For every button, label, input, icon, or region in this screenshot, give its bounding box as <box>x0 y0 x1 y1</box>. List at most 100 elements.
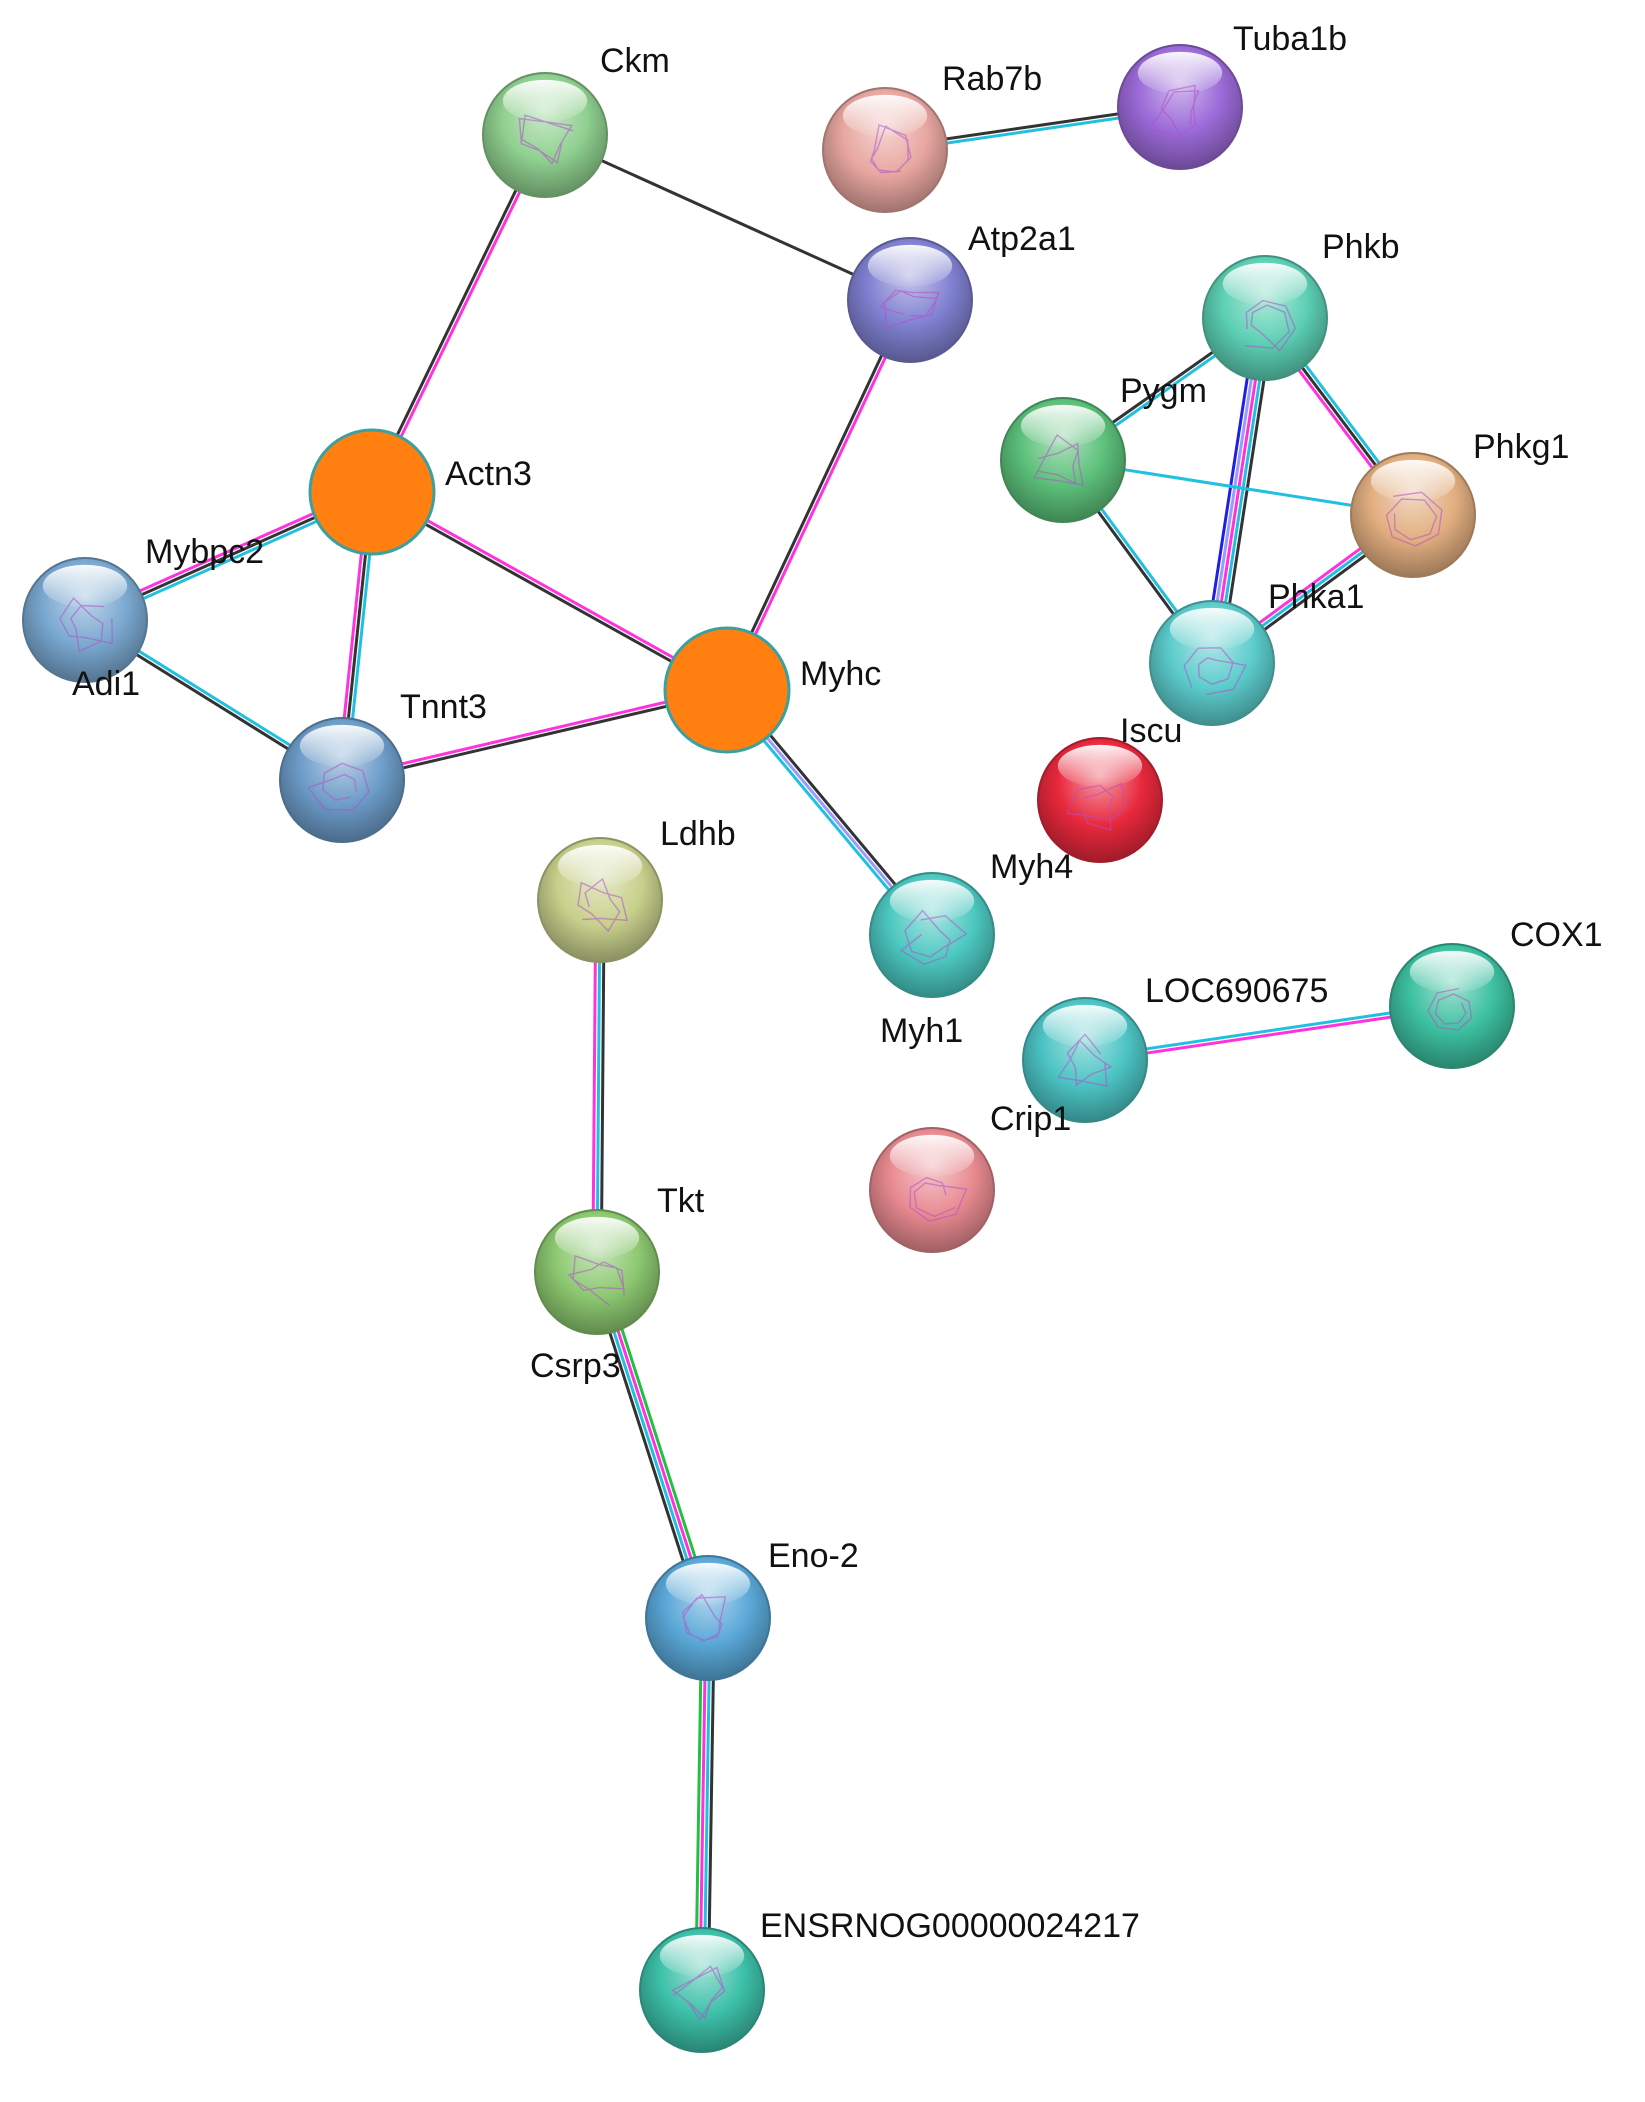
node-label-rab7b: Rab7b <box>942 60 1042 98</box>
protein-structure-icon <box>1427 987 1473 1031</box>
node-phkg1[interactable] <box>1350 452 1476 578</box>
node-eno2[interactable] <box>645 1555 771 1681</box>
edge-atp2a1-myhc <box>723 297 914 693</box>
protein-structure-icon <box>1148 84 1200 141</box>
protein-structure-icon <box>869 123 912 174</box>
edge-line <box>543 133 912 302</box>
edge-line <box>368 132 545 493</box>
edge-line <box>372 134 549 495</box>
protein-structure-icon <box>1057 1033 1113 1087</box>
protein-structure-icon <box>567 1254 626 1306</box>
node-pygm[interactable] <box>1000 397 1126 523</box>
node-adi1[interactable] <box>22 557 148 683</box>
protein-structure-icon <box>306 762 370 811</box>
node-label-tuba1b: Tuba1b <box>1233 20 1347 58</box>
node-label-myh4: Myh4 <box>990 848 1073 886</box>
node-atp2a1[interactable] <box>847 237 973 363</box>
edge-line <box>723 297 910 691</box>
edge-ckm-atp2a1 <box>543 133 912 302</box>
edge-ckm-actn3 <box>368 132 549 495</box>
node-label-atp2a1: Atp2a1 <box>968 220 1076 258</box>
node-ldhb[interactable] <box>537 837 663 963</box>
node-label-myhc: Myhc <box>800 655 881 693</box>
node-label-eno2: Eno-2 <box>768 1537 859 1575</box>
node-highlight <box>42 564 128 607</box>
node-highlight <box>659 1934 745 1977</box>
node-highlight <box>1042 1004 1128 1047</box>
node-label-phkg1: Phkg1 <box>1473 428 1569 466</box>
node-label-myh1: Myh1 <box>880 1012 963 1050</box>
node-myhc[interactable] <box>663 626 791 754</box>
node-ensrnog[interactable] <box>639 1927 765 2053</box>
node-highlight <box>665 1562 751 1605</box>
node-label-csrp3: Csrp3 <box>530 1347 621 1385</box>
node-myh4[interactable] <box>1037 737 1163 863</box>
edge-line <box>371 488 730 690</box>
protein-structure-icon <box>1385 491 1443 547</box>
node-crip1[interactable] <box>1022 997 1148 1123</box>
node-crip1_node[interactable] <box>869 1127 995 1253</box>
node-actn3[interactable] <box>308 428 436 556</box>
node-highlight <box>299 724 385 767</box>
edges-layer <box>81 103 1454 1992</box>
node-cox1[interactable] <box>1389 943 1515 1069</box>
node-label-tnnt3: Tnnt3 <box>400 688 487 726</box>
node-circle <box>308 428 436 556</box>
node-label-phka1: Phka1 <box>1268 578 1364 616</box>
protein-structure-icon <box>577 877 629 933</box>
node-highlight <box>502 79 588 122</box>
node-phkb[interactable] <box>1202 255 1328 381</box>
node-highlight <box>1020 404 1106 447</box>
protein-structure-icon <box>899 909 968 965</box>
protein-structure-icon <box>1033 433 1084 486</box>
node-circle <box>663 626 791 754</box>
node-highlight <box>842 94 928 137</box>
node-label-iscu: Iscu <box>1120 712 1182 750</box>
node-label-ldhb: Ldhb <box>660 815 736 853</box>
node-iscu[interactable] <box>1149 600 1275 726</box>
protein-structure-icon <box>1183 647 1247 696</box>
node-highlight <box>1057 744 1143 787</box>
protein-structure-icon <box>59 597 113 653</box>
node-highlight <box>557 844 643 887</box>
nodes-layer <box>22 44 1515 2053</box>
node-label-adi1: Adi1 <box>72 665 140 703</box>
node-highlight <box>554 1216 640 1259</box>
node-myh1[interactable] <box>869 872 995 998</box>
node-tkt[interactable] <box>534 1209 660 1335</box>
node-label-ckm: Ckm <box>600 42 670 80</box>
node-tnnt3[interactable] <box>279 717 405 843</box>
node-ckm[interactable] <box>482 72 608 198</box>
protein-structure-icon <box>682 1593 727 1643</box>
node-label-pygm: Pygm <box>1120 372 1207 410</box>
node-highlight <box>1409 950 1495 993</box>
protein-structure-icon <box>671 1965 726 2021</box>
node-label-ensrnog: ENSRNOG00000024217 <box>760 1907 1140 1945</box>
protein-structure-icon <box>909 1176 968 1222</box>
node-label-mybpc2: Mybpc2 <box>145 533 264 571</box>
node-label-phkb: Phkb <box>1322 228 1400 266</box>
node-label-tkt: Tkt <box>657 1182 705 1220</box>
node-highlight <box>1222 262 1308 305</box>
edge-actn3-myhc <box>369 488 730 694</box>
node-highlight <box>867 244 953 287</box>
node-highlight <box>889 1134 975 1177</box>
edge-tnnt3-myhc <box>340 686 729 784</box>
node-highlight <box>1370 459 1456 502</box>
protein-structure-icon <box>518 114 574 165</box>
node-rab7b[interactable] <box>822 87 948 213</box>
protein-structure-icon <box>878 289 940 329</box>
node-label-crip1: Crip1 <box>990 1100 1071 1138</box>
edge-line <box>340 690 729 784</box>
edge-line <box>369 492 728 694</box>
edge-line <box>340 686 729 780</box>
protein-structure-icon <box>1066 782 1127 832</box>
node-label-cox1: COX1 <box>1510 916 1603 954</box>
node-highlight <box>889 879 975 922</box>
node-label-actn3: Actn3 <box>445 455 532 493</box>
node-label-loc690675: LOC690675 <box>1145 972 1328 1010</box>
protein-structure-icon <box>1245 299 1297 352</box>
node-tuba1b[interactable] <box>1117 44 1243 170</box>
